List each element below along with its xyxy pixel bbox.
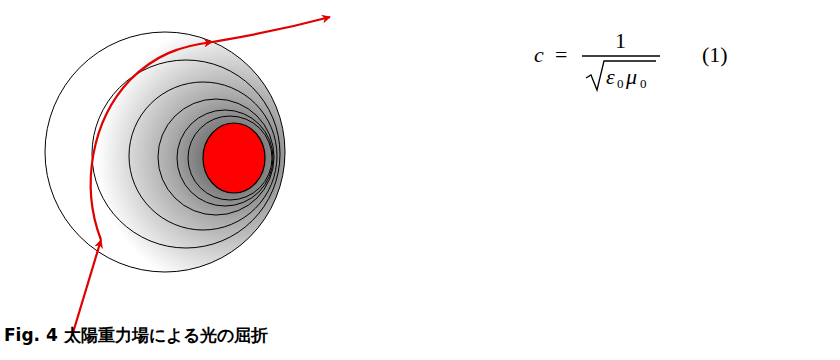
gravity-field bbox=[45, 32, 285, 272]
equation-symbol: 1 bbox=[615, 28, 626, 53]
equation-symbol: = bbox=[555, 42, 567, 67]
equation-subscript: 0 bbox=[640, 77, 647, 92]
figure-caption: Fig. 4 太陽重力場による光の屈折 bbox=[4, 326, 268, 346]
equation-symbol: ε bbox=[606, 64, 615, 89]
equation-subscript: 0 bbox=[617, 77, 624, 92]
sun bbox=[203, 123, 265, 193]
equation-symbol: c bbox=[534, 42, 544, 67]
equation-number: (1) bbox=[702, 42, 728, 67]
equation-symbol: μ bbox=[626, 64, 637, 89]
light-ray bbox=[72, 17, 330, 336]
